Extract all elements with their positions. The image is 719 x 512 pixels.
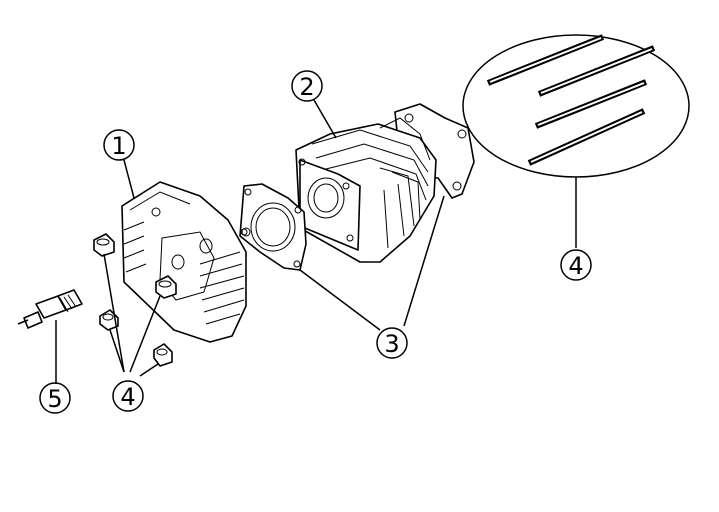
cylinder-head-nut bbox=[155, 275, 177, 299]
leader-line-1 bbox=[123, 159, 135, 199]
stud-bolts-inset bbox=[462, 34, 690, 178]
callout-5: 5 bbox=[39, 382, 71, 414]
callout-number: 3 bbox=[384, 330, 399, 358]
cylinder-head-gasket bbox=[239, 183, 307, 271]
cylinder bbox=[295, 117, 437, 263]
stud-bolt bbox=[486, 34, 605, 86]
leader-line-4-nut bbox=[109, 329, 125, 373]
cylinder-head bbox=[121, 181, 251, 343]
callout-2: 2 bbox=[291, 70, 323, 102]
leader-line-4-nut bbox=[129, 295, 161, 373]
callout-1: 1 bbox=[103, 129, 135, 161]
stud-bolt bbox=[534, 79, 648, 129]
cylinder-head-nut bbox=[153, 343, 173, 367]
leader-line-3-base-gasket bbox=[403, 195, 445, 327]
callout-number: 2 bbox=[299, 73, 314, 101]
stud-bolt bbox=[537, 45, 656, 97]
callout-4-nuts: 4 bbox=[112, 380, 144, 412]
leader-line-2 bbox=[313, 99, 337, 139]
callout-number: 4 bbox=[120, 383, 135, 411]
callout-3: 3 bbox=[376, 327, 408, 359]
cylinder-head-nut bbox=[99, 309, 119, 331]
callout-number: 5 bbox=[47, 385, 62, 413]
callout-4-inset: 4 bbox=[560, 249, 592, 281]
cylinder-head-nut bbox=[93, 233, 115, 257]
leader-line-4-nut bbox=[103, 253, 125, 373]
leader-line-3-head-gasket bbox=[299, 269, 381, 331]
callout-number: 4 bbox=[568, 252, 583, 280]
spark-plug bbox=[17, 289, 83, 329]
callout-number: 1 bbox=[111, 132, 126, 160]
leader-line-4-nut bbox=[139, 363, 159, 377]
stud-bolt bbox=[527, 108, 646, 166]
